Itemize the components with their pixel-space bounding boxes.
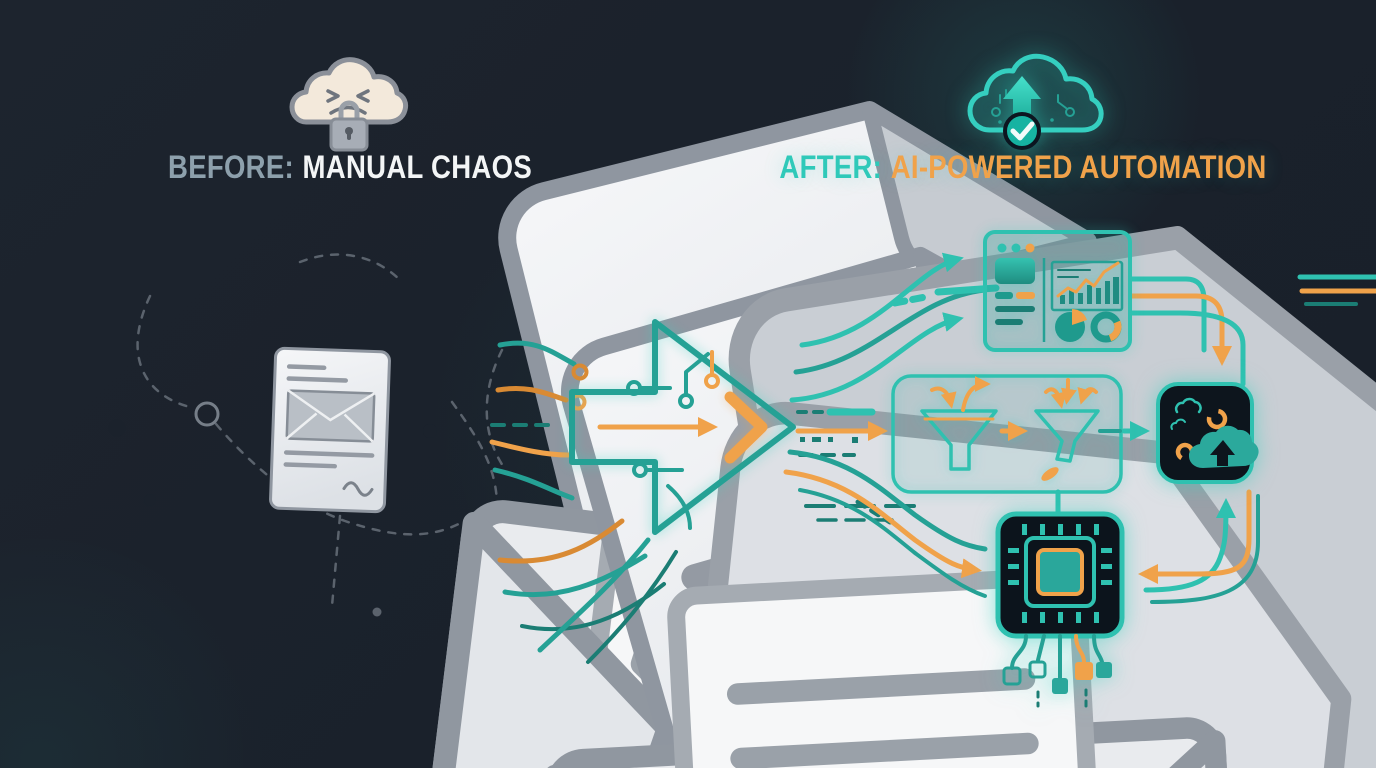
after-headline: AFTER:AI-POWERED AUTOMATION [779, 150, 1266, 187]
small-cloud-icon [1174, 397, 1202, 414]
flow-to-chip [783, 449, 988, 598]
automation-flow [783, 230, 1376, 710]
small-cloud-icon [1170, 418, 1186, 430]
manual-chaos-scene [108, 66, 1376, 768]
chip-pins [1008, 524, 1112, 623]
before-prefix-label: BEFORE: [168, 150, 294, 186]
gears-cloud-sync-icon [1156, 382, 1259, 484]
gear-icon [108, 419, 1376, 768]
document-stack-icon [269, 202, 1376, 768]
dashed-connector [136, 253, 505, 608]
funnel-drop [1041, 467, 1059, 481]
chip-sync-loop [1138, 489, 1260, 604]
lock-icon [329, 100, 369, 152]
chip-core [1036, 548, 1084, 596]
before-title-label: MANUAL CHAOS [302, 150, 532, 186]
donut-chart-icon [1090, 311, 1122, 343]
circuit-arrow-icon [489, 319, 926, 664]
dashboard-sidebar [995, 258, 1035, 325]
cloud-upload-check-icon [967, 53, 1104, 150]
cloud-upload-icon [1189, 425, 1259, 468]
gear-icon [1206, 408, 1228, 430]
gear-icon [144, 494, 1376, 768]
pie-chart-icon [1055, 309, 1087, 342]
speed-lines [1297, 274, 1376, 306]
ai-chip-icon [995, 511, 1125, 710]
cloud-circuit-deco [991, 89, 1075, 124]
dashboard-to-sync-loop [1129, 276, 1246, 387]
funnel-2 [1034, 378, 1100, 481]
flow-to-filter [795, 408, 888, 443]
bar-line-chart-icon [1050, 260, 1124, 312]
stressed-cloud-lock-icon [289, 57, 409, 152]
chip-pads [1002, 660, 1112, 694]
gear-icon [423, 424, 1376, 768]
after-title-label: AI-POWERED AUTOMATION [890, 150, 1267, 186]
flow-to-dashboard [789, 252, 1000, 403]
funnel-1 [920, 376, 998, 471]
after-prefix-label: AFTER: [779, 150, 883, 186]
upload-arrow [1003, 76, 1041, 126]
connector-node [372, 607, 382, 617]
dashboard-icon [983, 230, 1132, 352]
before-headline: BEFORE:MANUAL CHAOS [168, 150, 532, 187]
connector-node [194, 401, 220, 427]
stressed-face [326, 89, 370, 115]
funnel-filter-icon [891, 374, 1123, 494]
chip-traces [1010, 634, 1104, 710]
check-badge [1003, 112, 1041, 150]
